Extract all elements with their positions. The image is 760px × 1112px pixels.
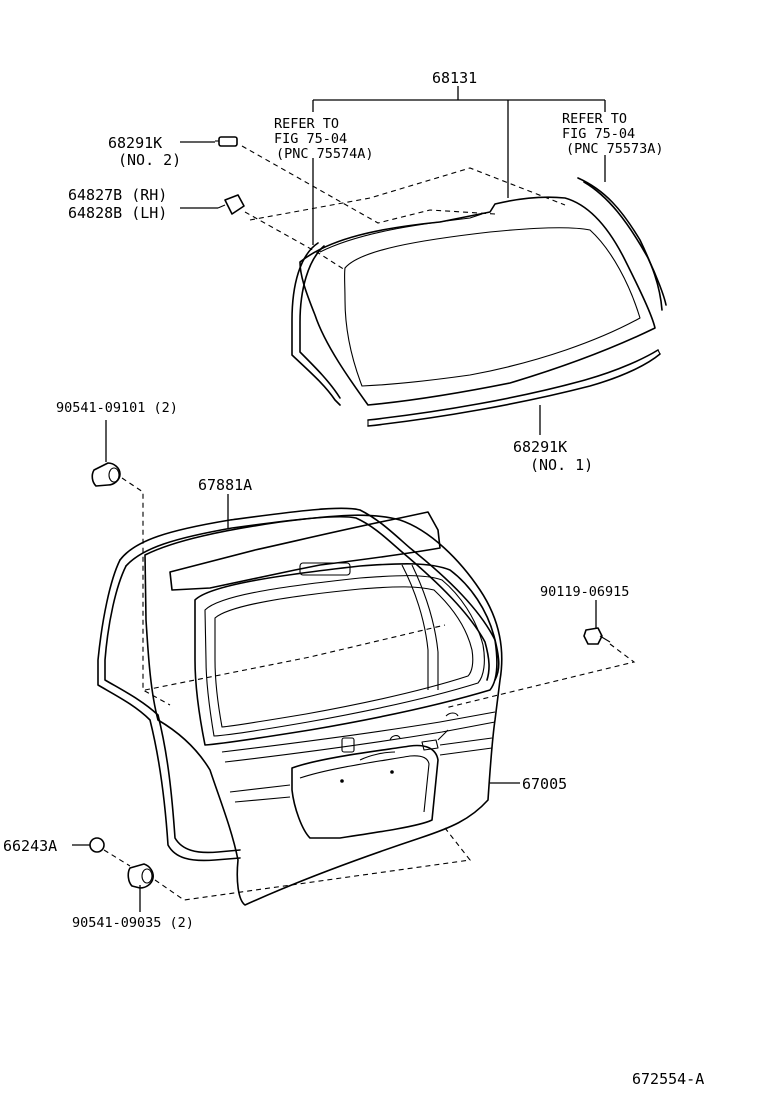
label-68291K-no2-qty: (NO. 2)	[118, 151, 181, 169]
hole-plug	[89, 837, 131, 867]
label-67881A: 67881A	[198, 476, 252, 494]
cushion-bumper-bottom	[127, 827, 472, 901]
label-68291K-no1: 68291K	[513, 438, 567, 456]
back-door-panel	[97, 507, 503, 906]
label-67005: 67005	[522, 775, 567, 793]
label-refer-right-2: FIG 75-04	[562, 126, 635, 142]
diagram-id: 672554-A	[632, 1070, 704, 1088]
cushion-bumper-top	[91, 462, 171, 706]
bolt-part	[144, 624, 636, 709]
label-68291K-no1-qty: (NO. 1)	[530, 456, 593, 474]
label-refer-left-3: (PNC 75574A)	[276, 146, 374, 162]
leader-lines-bottom	[72, 420, 597, 912]
label-refer-right-1: REFER TO	[562, 111, 627, 127]
label-90541-09035: 90541-09035 (2)	[72, 915, 194, 931]
label-refer-right-3: (PNC 75573A)	[566, 141, 664, 157]
label-refer-left-1: REFER TO	[274, 116, 339, 132]
label-90119-06915: 90119-06915	[540, 584, 629, 600]
label-68291K-no2: 68291K	[108, 134, 162, 152]
hinge-part	[217, 167, 566, 271]
clip-part	[215, 136, 496, 224]
label-90541-09101: 90541-09101 (2)	[56, 400, 178, 416]
leader-lines-top	[180, 86, 606, 435]
label-64828B-lh: 64828B (LH)	[68, 204, 167, 222]
label-refer-left-2: FIG 75-04	[274, 131, 347, 147]
label-68131: 68131	[432, 69, 477, 87]
back-glass-assembly	[291, 177, 667, 427]
label-66243A: 66243A	[3, 837, 57, 855]
label-64827B-rh: 64827B (RH)	[68, 186, 167, 204]
